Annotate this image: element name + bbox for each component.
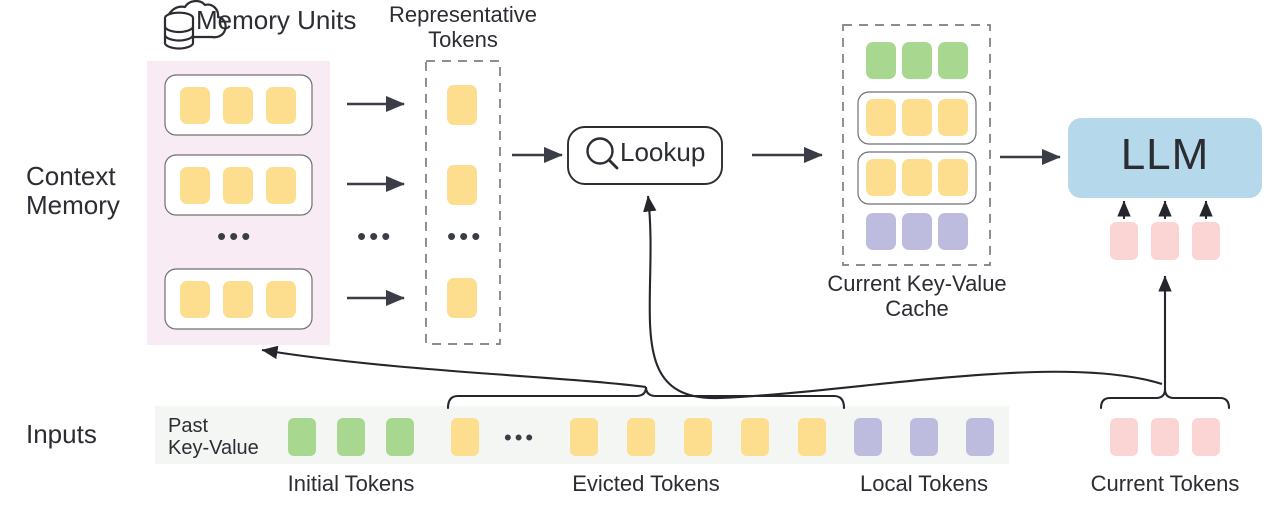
memory-units-label: Memory Units [196,5,357,35]
llm-label: LLM [1120,130,1210,179]
lookup-label[interactable]: Lookup [620,137,706,167]
cloud-database-icon [163,0,227,50]
representative-tokens-box [425,60,501,345]
inputs-evicted-ellipsis: ••• [504,425,537,450]
kv-cache-label: Current Key-Value Cache [827,271,1007,321]
memory-units-ellipsis: ••• [217,221,254,251]
memory-unit-n [164,268,313,330]
memory-arrows-ellipsis: ••• [357,221,394,251]
inputs-group-label-initial-tokens: Initial Tokens [287,471,415,496]
representative-token-n [447,278,477,318]
kv-cache-row-retrieved-1 [857,91,977,145]
llm-input-tokens [1110,200,1220,260]
evicted-tokens-brace [446,386,846,410]
inputs-group-label-current-tokens: Current Tokens [1090,471,1240,496]
kv-cache-row-retrieved-2 [857,151,977,205]
row-label-context-memory: Context Memory [26,161,120,221]
inputs-group-label-evicted-tokens: Evicted Tokens [572,471,720,496]
search-icon [586,137,619,170]
arrow-current-tokens-to-lookup [643,195,1163,400]
kv-cache-row-local-tokens [866,213,968,250]
representative-token-2 [447,165,477,205]
inputs-local-tokens [854,418,994,456]
current-tokens-brace [1099,388,1231,410]
memory-unit-1 [164,74,313,136]
inputs-current-tokens [1110,418,1220,456]
inputs-initial-tokens [288,418,414,456]
representative-tokens-ellipsis: ••• [447,221,484,251]
memory-unit-2 [164,154,313,216]
kv-cache-row-initial-tokens [866,42,968,79]
arrow-evicted-to-context-memory [261,345,647,389]
past-key-value-label: Past Key-Value [168,415,259,460]
llm-box [1068,118,1262,198]
inputs-group-label-local-tokens: Local Tokens [859,471,988,496]
inputs-evicted-tokens [451,418,826,456]
row-label-inputs: Inputs [26,419,97,449]
representative-token-1 [447,85,477,125]
representative-tokens-label: Representative Tokens [389,2,537,52]
